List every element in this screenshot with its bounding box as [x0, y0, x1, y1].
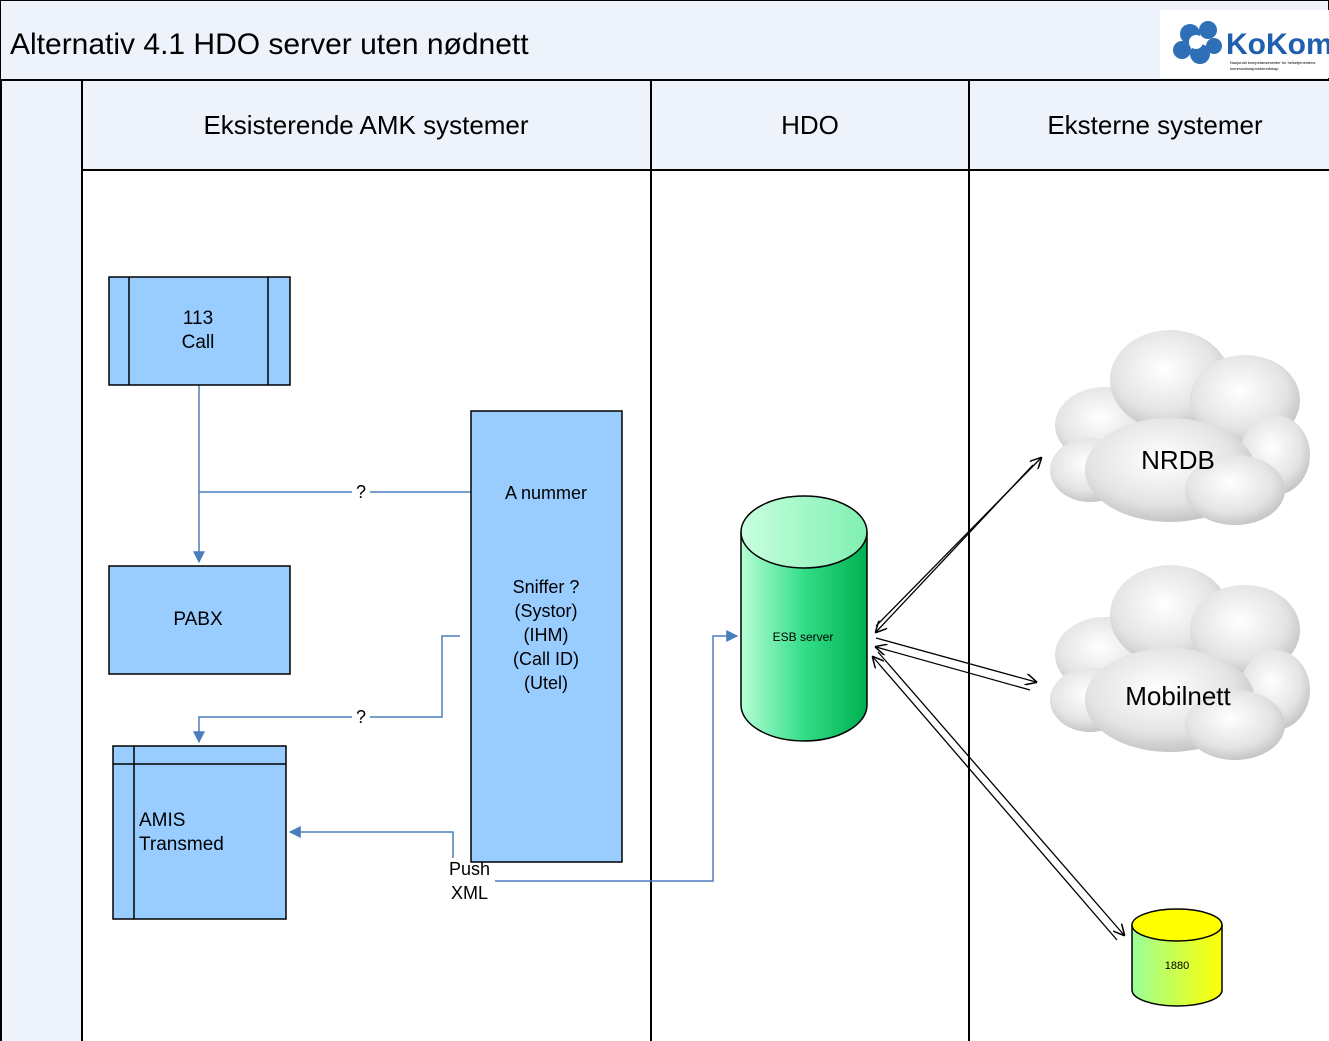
lane-header-eksterne [970, 81, 1329, 169]
node-1880-db: 1880 [1131, 908, 1223, 1007]
anummer-line-6: (Utel) [524, 673, 568, 693]
esb-label: ESB server [773, 630, 834, 644]
page-title: Alternativ 4.1 HDO server uten nødnett [10, 28, 529, 61]
node-esb-server: ESB server [740, 495, 868, 742]
call-line-2: Call [182, 332, 215, 353]
edge-label-xml: XML [451, 883, 488, 903]
link-esb-to-mobilnett [875, 637, 1036, 682]
edge-label-question-2: ? [356, 707, 366, 727]
amis-line-2: Transmed [139, 834, 224, 855]
edge-label-question-1: ? [356, 482, 366, 502]
node-pabx: PABX [108, 565, 291, 675]
amis-line-1: AMIS [139, 810, 185, 831]
link-mobilnett-to-esb [876, 647, 1031, 691]
anummer-line-3: (Systor) [515, 601, 578, 621]
mobilnett-label: Mobilnett [1125, 681, 1231, 711]
external-links [873, 458, 1124, 941]
lane-label-hdo: HDO [781, 110, 839, 140]
logo-emblem-icon [1173, 21, 1222, 64]
anummer-line-1: A nummer [505, 483, 587, 503]
db1880-label: 1880 [1165, 960, 1189, 972]
row-header-strip [1, 81, 81, 1041]
node-a-nummer-sniffer: A nummer Sniffer ? (Systor) (IHM) (Call … [470, 410, 623, 863]
link-nrdb-to-esb [876, 464, 1034, 632]
kokom-logo: KoKom Nasjonalt kompetansesenter for hel… [1160, 10, 1329, 78]
call-line-1: 113 [183, 308, 213, 329]
node-nrdb-cloud: NRDB [1050, 330, 1310, 525]
logo-subtext-1: Nasjonalt kompetansesenter for helsetjen… [1230, 60, 1315, 65]
anummer-line-2: Sniffer ? [513, 577, 580, 597]
connectors [193, 385, 739, 882]
edge-sniffer-to-amis [193, 635, 460, 744]
edge-label-push: Push [449, 859, 490, 879]
nrdb-label: NRDB [1141, 445, 1215, 475]
edge-xml-to-esb [495, 630, 739, 882]
node-amis-transmed: AMIS Transmed [112, 745, 287, 920]
lane-header-amk [83, 81, 650, 169]
lane-header-hdo [652, 81, 968, 169]
anummer-line-4: (IHM) [524, 625, 569, 645]
link-1880-to-esb [873, 657, 1118, 941]
node-mobilnett-cloud: Mobilnett [1050, 565, 1310, 760]
logo-subtext-2: kommunikasjonsberedskap [1230, 66, 1279, 71]
edge-push-to-amis [288, 826, 454, 858]
title-bar [0, 0, 1329, 81]
anummer-line-5: (Call ID) [513, 649, 579, 669]
link-esb-to-1880 [877, 651, 1124, 935]
node-113-call: 113 Call [108, 276, 291, 386]
pabx-label: PABX [173, 609, 223, 630]
lane-label-eksterne: Eksterne systemer [1047, 110, 1263, 140]
lane-label-amk: Eksisterende AMK systemer [203, 110, 528, 140]
logo-text: KoKom [1226, 28, 1329, 61]
